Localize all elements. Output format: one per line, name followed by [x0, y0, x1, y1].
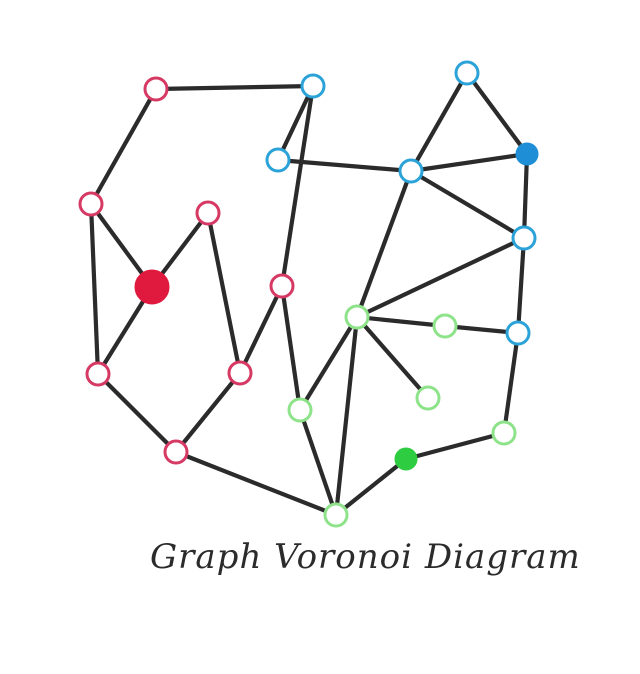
graph-node-blue-b7: [505, 320, 531, 346]
graph-edge-g2-g7: [297, 407, 339, 518]
graph-edge-r3-r6: [205, 210, 243, 376]
graph-node-red-center-r4: [134, 269, 170, 305]
graph-edge-b4-g1: [354, 168, 414, 320]
graph-node-green-g3: [432, 313, 458, 339]
graph-edge-b5-b6: [521, 151, 530, 241]
graph-node-red-r5: [85, 361, 111, 387]
graph-edge-r2-r5: [88, 201, 101, 377]
graph-edge-r8-r6: [173, 370, 243, 455]
diagram-title: Graph Voronoi Diagram: [150, 537, 581, 577]
graph-node-red-r3: [195, 200, 221, 226]
graph-node-blue-center-b5: [515, 142, 539, 166]
graph-edge-g1-g7: [333, 314, 360, 518]
graph-edge-b6-g1: [354, 235, 527, 320]
graph-edge-b1-b2: [275, 83, 316, 163]
graph-node-blue-b3: [454, 60, 480, 86]
graph-node-blue-b4: [398, 158, 424, 184]
graph-node-green-g7: [323, 502, 349, 528]
graph-edge-r8-g7: [173, 449, 339, 518]
graph-edge-r1-r2: [88, 86, 159, 207]
graph-edge-r7-b1: [279, 83, 316, 289]
graph-edge-b3-b5: [464, 70, 530, 157]
graph-edge-b6-b7: [515, 235, 527, 336]
graph-node-green-center-g6: [394, 447, 418, 471]
graph-edge-g5-g6: [403, 430, 507, 462]
graph-edge-g1-g4: [354, 314, 431, 401]
graph-node-red-r8: [163, 439, 189, 465]
graph-edge-r5-r8: [95, 371, 179, 455]
graph-edge-g6-g7: [333, 456, 409, 518]
graph-edge-b2-b4: [275, 157, 414, 174]
graph-edge-r6-r7: [237, 283, 285, 376]
graph-edge-b7-g5: [501, 330, 521, 436]
graph-node-blue-b2: [265, 147, 291, 173]
graph-node-green-g1: [344, 304, 370, 330]
graph-edge-r1-b1: [153, 83, 316, 92]
graph-nodes: [78, 60, 539, 528]
graph-node-green-g4: [415, 385, 441, 411]
graph-edges: [88, 70, 530, 518]
graph-edge-b4-b5: [408, 151, 530, 174]
graph-edge-g1-g2: [297, 314, 360, 413]
graph-edge-b3-b4: [408, 70, 470, 174]
graph-node-red-r6: [227, 360, 253, 386]
graph-node-blue-b6: [511, 225, 537, 251]
graph-edge-r7-g2: [279, 283, 303, 413]
graph-node-red-r2: [78, 191, 104, 217]
graph-node-blue-b1: [300, 73, 326, 99]
graph-edge-b4-b6: [408, 168, 527, 241]
graph-node-red-r7: [269, 273, 295, 299]
graph-node-red-r1: [143, 76, 169, 102]
graph-edge-g1-g3: [354, 314, 448, 329]
graph-node-green-g2: [287, 397, 313, 423]
graph-node-green-g5: [491, 420, 517, 446]
